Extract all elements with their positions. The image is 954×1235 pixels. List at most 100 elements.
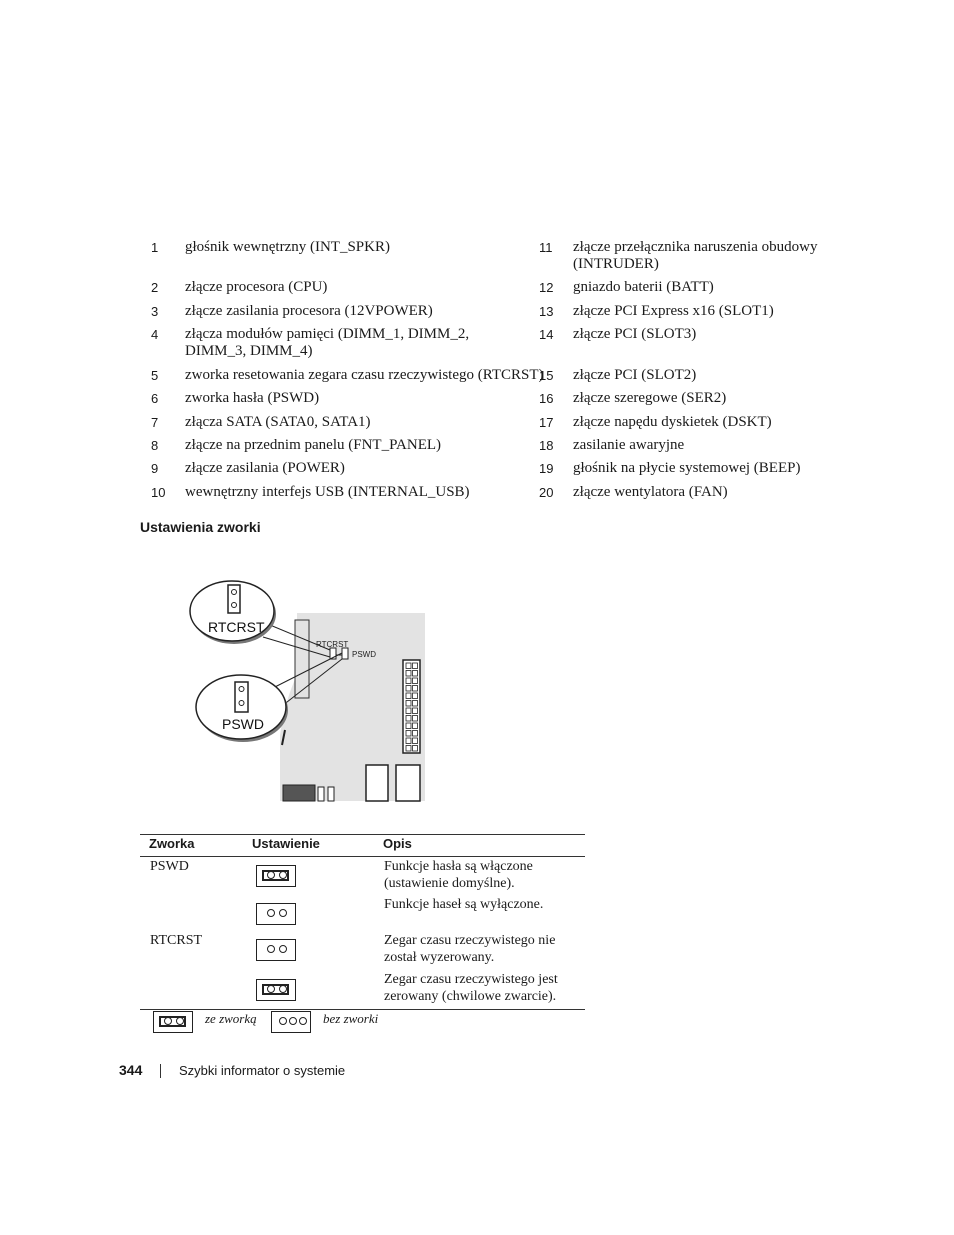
item-number: 2 (151, 280, 159, 295)
item-label: złącze PCI (SLOT3) (573, 326, 697, 342)
legend-removed-icon (271, 1011, 311, 1033)
item-label: zworka hasła (PSWD) (185, 390, 320, 406)
power-pin (405, 692, 412, 699)
item-number: 8 (151, 438, 159, 453)
section-heading: Ustawienia zworki (140, 519, 261, 535)
callout-pswd-label: PSWD (222, 716, 264, 732)
item-number: 18 (539, 438, 554, 453)
legend-installed-icon (153, 1011, 193, 1033)
power-pin (405, 670, 412, 677)
item-label: złącza modułów pamięci (DIMM_1, DIMM_2, (185, 326, 470, 342)
item-label: złącze napędu dyskietek (DSKT) (573, 414, 772, 430)
board-rtcrst-label: RTCRST (316, 640, 348, 649)
pswd-callout: PSWD (195, 674, 288, 742)
table-cell-description: Funkcje haseł są wyłączone. (384, 897, 544, 912)
jumper-installed-icon (256, 865, 296, 887)
item-label-cont: (INTRUDER) (573, 256, 659, 272)
jumper-installed-icon (256, 979, 296, 1001)
item-label: złącza SATA (SATA0, SATA1) (185, 414, 371, 430)
item-number: 5 (151, 368, 159, 383)
item-number: 15 (539, 368, 554, 383)
leader-line (262, 636, 331, 658)
power-pin (412, 722, 418, 729)
item-label: złącze PCI (SLOT2) (573, 367, 697, 383)
rtcrst-callout: RTCRST (189, 580, 276, 644)
table-header-description: Opis (383, 836, 412, 851)
table-cell-jumper: PSWD (150, 859, 189, 874)
legend-installed-label: ze zworką (205, 1011, 257, 1026)
item-number: 10 (151, 485, 166, 500)
power-pin (405, 662, 412, 669)
item-label: wewnętrzny interfejs USB (INTERNAL_USB) (185, 484, 470, 500)
item-label: głośnik wewnętrzny (INT_SPKR) (185, 239, 390, 255)
table-header-rule (140, 856, 585, 857)
item-label: złącze wentylatora (FAN) (573, 484, 728, 500)
power-pin (412, 692, 418, 699)
power-pin (412, 730, 418, 737)
table-cell-description: Zegar czasu rzeczywistego jest (384, 972, 558, 987)
jumper-removed-icon (256, 903, 296, 925)
table-cell-description: Funkcje hasła są włączone (384, 859, 533, 874)
item-label: złącze procesora (CPU) (185, 279, 328, 295)
table-header-jumper: Zworka (149, 836, 195, 851)
power-pin (412, 745, 418, 752)
footer-title: Szybki informator o systemie (179, 1063, 346, 1078)
power-pin (405, 707, 412, 714)
item-label-cont: DIMM_3, DIMM_4) (185, 343, 313, 359)
power-pin (412, 707, 418, 714)
footer-divider (160, 1064, 161, 1078)
table-cell-description: Zegar czasu rzeczywistego nie (384, 933, 556, 948)
item-label: złącze szeregowe (SER2) (573, 390, 727, 406)
power-pin (405, 700, 412, 707)
power-pin (412, 715, 418, 722)
table-cell-description-cont: zerowany (chwilowe zwarcie). (384, 989, 557, 1004)
table-cell-description-cont: (ustawienie domyślne). (384, 876, 515, 891)
item-number: 11 (539, 240, 553, 255)
item-number: 9 (151, 461, 159, 476)
power-pin (412, 700, 418, 707)
item-label: zasilanie awaryjne (573, 437, 685, 453)
item-label: złącze zasilania (POWER) (185, 460, 345, 476)
table-header-setting: Ustawienie (252, 836, 320, 851)
table-bottom-rule (140, 1009, 585, 1010)
item-number: 17 (539, 415, 554, 430)
power-pin (405, 677, 412, 684)
power-pin (405, 745, 412, 752)
item-label: głośnik na płycie systemowej (BEEP) (573, 460, 801, 476)
item-label: złącze przełącznika naruszenia obudowy (573, 239, 818, 255)
jumper-removed-icon (256, 939, 296, 961)
power-pin (412, 677, 418, 684)
leader-line (269, 624, 331, 651)
table-cell-jumper: RTCRST (150, 933, 203, 948)
jumper-location-diagram: RTCRST PSWD RTCRST PSWD (189, 580, 425, 802)
power-pin (412, 662, 418, 669)
item-label: złącze PCI Express x16 (SLOT1) (573, 303, 774, 319)
board-pswd-label: PSWD (352, 650, 376, 659)
board-slot (365, 764, 389, 802)
board-pswd-jumper (341, 647, 349, 660)
power-pin (412, 737, 418, 744)
board-port (282, 784, 316, 802)
board-slot (395, 764, 421, 802)
power-pin (405, 685, 412, 692)
legend-removed-label: bez zworki (323, 1011, 379, 1026)
item-number: 12 (539, 280, 554, 295)
item-number: 1 (151, 240, 159, 255)
item-number: 3 (151, 304, 159, 319)
item-number: 4 (151, 327, 159, 342)
board-rtcrst-jumper (329, 647, 337, 660)
item-number: 20 (539, 485, 554, 500)
item-label: złącze na przednim panelu (FNT_PANEL) (185, 437, 442, 453)
power-pin (405, 737, 412, 744)
item-label: gniazdo baterii (BATT) (573, 279, 714, 295)
callout-rtcrst-label: RTCRST (208, 619, 265, 635)
table-top-rule (140, 834, 585, 835)
leader-line (266, 652, 343, 692)
item-label: zworka resetowania zegara czasu rzeczywi… (185, 367, 544, 383)
system-board (280, 613, 425, 801)
page-number: 344 (119, 1062, 143, 1078)
power-pin (412, 685, 418, 692)
power-pin (405, 722, 412, 729)
item-number: 6 (151, 391, 159, 406)
item-number: 13 (539, 304, 554, 319)
